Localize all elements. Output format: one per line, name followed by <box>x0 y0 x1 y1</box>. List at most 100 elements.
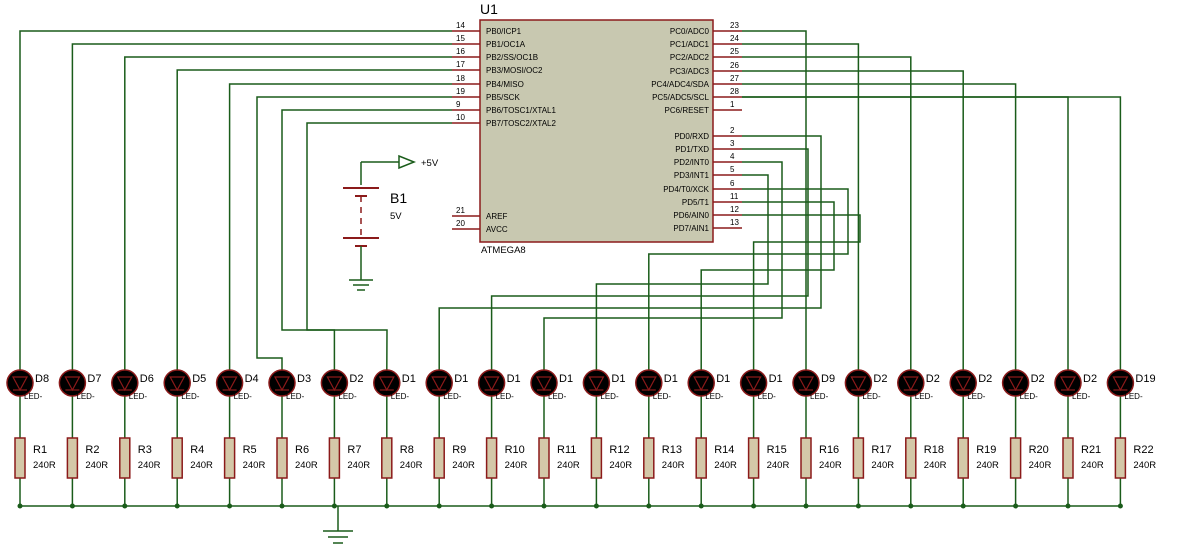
wire <box>742 96 1122 370</box>
pin-number: 26 <box>730 61 739 70</box>
pin-name: PB0/ICP1 <box>486 27 522 36</box>
resistor-ref: R21 <box>1081 444 1101 456</box>
led-model: LED- <box>76 392 95 401</box>
resistor-value: 240R <box>85 460 108 471</box>
resistor[interactable]: R6 240R <box>276 437 318 479</box>
pin-number: 27 <box>730 74 739 83</box>
pin-name: PB2/SS/OC1B <box>486 53 538 62</box>
resistor-ref: R19 <box>976 444 996 456</box>
pin-name: PB4/MISO <box>486 80 524 89</box>
led-ref: D1 <box>769 373 783 385</box>
microcontroller-u1[interactable]: U1 ATMEGA8 14PB0/ICP115PB1/OC1A16PB2/SS/… <box>452 1 742 256</box>
diode-icon <box>116 376 133 392</box>
wire <box>543 161 783 370</box>
diode-icon <box>850 376 867 392</box>
led-ref: D7 <box>87 373 101 385</box>
resistor-ref: R13 <box>662 444 682 456</box>
diode-icon <box>431 376 448 392</box>
resistor-ref: R6 <box>295 444 309 456</box>
resistor-value: 240R <box>819 460 842 471</box>
led-model: LED- <box>705 392 724 401</box>
diode-icon <box>640 376 657 392</box>
resistor-value: 240R <box>295 460 318 471</box>
diode-icon <box>535 376 553 392</box>
resistor-value: 240R <box>924 460 947 471</box>
pin-number: 12 <box>730 205 739 214</box>
led-ref: D1 <box>611 373 625 385</box>
led-model: LED- <box>915 392 934 401</box>
resistor-ref: R11 <box>557 444 576 456</box>
wire <box>490 148 809 370</box>
pin-number: 6 <box>730 179 735 188</box>
resistor-value: 240R <box>609 460 632 471</box>
wire <box>700 201 835 370</box>
diode-icon <box>745 376 762 392</box>
resistor-ref: R14 <box>714 444 734 456</box>
resistor-ref: R9 <box>452 444 466 456</box>
pin-name: PC1/ADC1 <box>670 40 710 49</box>
pin-name: PD2/INT0 <box>674 158 710 167</box>
pin-number: 18 <box>456 74 465 83</box>
led-model: LED- <box>443 392 462 401</box>
ic-pins: 14PB0/ICP115PB1/OC1A16PB2/SS/OC1B17PB3/M… <box>452 21 742 234</box>
resistor-ref: R5 <box>243 444 257 456</box>
wire <box>306 122 452 371</box>
wire <box>742 214 861 370</box>
resistor-ref: R7 <box>347 444 361 456</box>
wire <box>124 56 452 370</box>
led-model: LED- <box>1124 392 1143 401</box>
battery-b1[interactable]: B1 5V +5V <box>343 154 439 291</box>
led-model: LED- <box>810 392 829 401</box>
wire <box>176 69 452 370</box>
